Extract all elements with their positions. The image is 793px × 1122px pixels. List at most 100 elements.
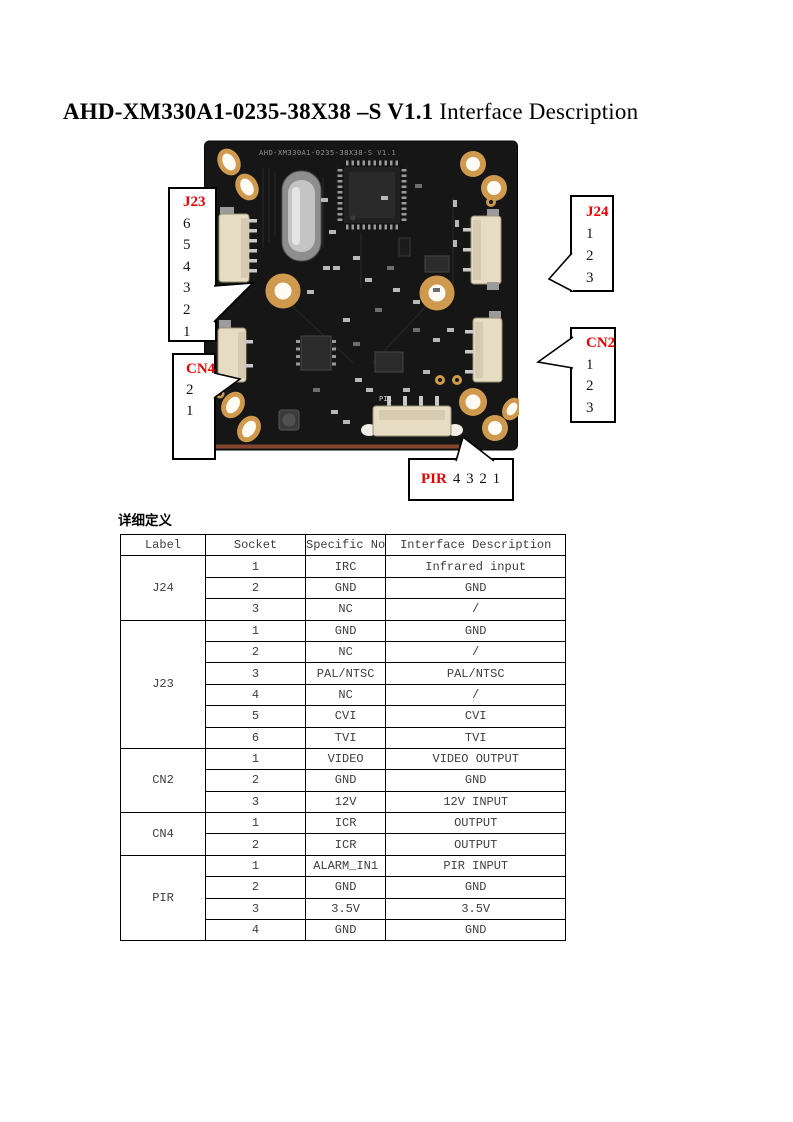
pcb-corner-holes: [215, 148, 522, 443]
table-row: 6 TVI TVI: [121, 726, 567, 749]
callout-pir: PIR 4 3 2 1: [408, 458, 514, 501]
description-cell: OUTPUT: [385, 812, 567, 835]
page-title: AHD-XM330A1-0235-38X38 –S V1.1 Interface…: [63, 99, 638, 125]
cn2-pointer: [535, 336, 574, 369]
socket-cell: 3: [205, 662, 306, 685]
table-row: PIR 1 ALARM_IN1 PIR INPUT: [120, 854, 567, 942]
header-label: Label: [120, 533, 206, 557]
header-interface-description: Interface Description: [385, 533, 567, 557]
socket-cell: 1: [205, 619, 306, 642]
connector-cn4: [217, 320, 253, 383]
description-cell: Infrared input: [385, 555, 567, 578]
callout-j24-pins: 1 2 3: [586, 226, 594, 286]
test-pads: [435, 375, 462, 385]
small-ic-icons: [278, 237, 450, 431]
socket-cell: 2: [205, 769, 306, 792]
connector-j23: [218, 207, 257, 283]
socket-cell: 1: [205, 854, 306, 878]
specific-cell: GND: [304, 619, 387, 642]
socket-cell: 1: [205, 812, 306, 835]
description-cell: CVI: [385, 705, 567, 728]
smd-components: [307, 184, 459, 424]
specific-cell: ALARM_IN1: [304, 854, 387, 878]
specific-cell: VIDEO: [304, 747, 387, 771]
table-row: 2 NC /: [121, 640, 567, 664]
socket-cell: 3: [205, 897, 306, 921]
table-row: 2 GND GND: [121, 876, 567, 899]
socket-cell: 6: [205, 726, 306, 749]
socket-cell: 4: [205, 919, 306, 942]
group-label-cell: PIR: [120, 854, 206, 942]
specific-cell: NC: [304, 598, 387, 621]
specific-cell: ICR: [304, 833, 387, 856]
socket-cell: 4: [205, 683, 306, 707]
table-row: 3 PAL/NTSC PAL/NTSC: [121, 662, 567, 685]
description-cell: GND: [385, 876, 567, 899]
table-row: 4 GND GND: [121, 919, 567, 942]
description-cell: /: [385, 640, 567, 664]
callout-j24: J24 1 2 3: [570, 195, 614, 292]
description-cell: GND: [385, 769, 567, 792]
socket-cell: 1: [205, 555, 306, 578]
specific-cell: IRC: [304, 555, 387, 578]
callout-cn2-label: CN2: [586, 335, 616, 351]
callout-cn2: CN2 1 2 3: [570, 327, 616, 423]
pcb-photo: AHD-XM330A1-0235-38X38-S V1.1: [203, 138, 522, 454]
specific-cell: NC: [304, 640, 387, 664]
callout-j24-label: J24: [586, 204, 609, 220]
specific-cell: GND: [304, 919, 387, 942]
description-cell: GND: [385, 919, 567, 942]
table-row: J23 1 GND GND: [120, 619, 567, 749]
description-cell: OUTPUT: [385, 833, 567, 856]
header-socket: Socket: [205, 533, 306, 557]
page-title-model: AHD-XM330A1-0235-38X38 –S V1.1: [63, 99, 434, 124]
specific-cell: CVI: [304, 705, 387, 728]
pcb-traces: [262, 168, 454, 364]
socket-cell: 2: [205, 876, 306, 899]
group-label-cell: J24: [120, 555, 206, 621]
description-cell: 3.5V: [385, 897, 567, 921]
callout-j23-label: J23: [183, 194, 206, 210]
pcb-silkscreen-pir: PIR: [379, 395, 392, 403]
specific-cell: 3.5V: [304, 897, 387, 921]
callout-cn4: CN4 2 1: [172, 353, 216, 460]
table-row: CN2 1 VIDEO VIDEO OUTPUT: [120, 747, 567, 814]
socket-cell: 2: [205, 576, 306, 600]
pcb-bottom-edge: [215, 444, 459, 449]
callout-j23-pins: 6 5 4 3 2 1: [183, 215, 191, 340]
description-cell: VIDEO OUTPUT: [385, 747, 567, 771]
table-row: 5 CVI CVI: [121, 705, 567, 728]
callout-cn4-pins: 2 1: [186, 382, 194, 419]
socket-cell: 1: [205, 747, 306, 771]
header-specific-no: Specific No: [304, 533, 387, 557]
socket-cell: 2: [205, 833, 306, 856]
table-row: 3 3.5V 3.5V: [121, 897, 567, 921]
table-row: 2 GND GND: [121, 769, 567, 792]
description-cell: GND: [385, 576, 567, 600]
group-label-cell: CN4: [120, 812, 206, 856]
group-label-cell: J23: [120, 619, 206, 749]
pcb-svg: AHD-XM330A1-0235-38X38-S V1.1: [204, 140, 522, 451]
specific-cell: ICR: [304, 812, 387, 835]
callout-cn2-pins: 1 2 3: [586, 356, 594, 416]
connector-pir: PIR: [361, 395, 463, 437]
pin-definition-table: Label Socket Specific No Interface Descr…: [120, 533, 567, 942]
group-label-cell: CN2: [120, 747, 206, 814]
socket-cell: 3: [205, 790, 306, 814]
specific-cell: GND: [304, 576, 387, 600]
description-cell: TVI: [385, 726, 567, 749]
callout-j23: J23 6 5 4 3 2 1: [168, 187, 217, 342]
specific-cell: GND: [304, 876, 387, 899]
socket-cell: 5: [205, 705, 306, 728]
description-cell: PIR INPUT: [385, 854, 567, 878]
specific-cell: GND: [304, 769, 387, 792]
section-heading: 详细定义: [118, 513, 172, 529]
description-cell: /: [385, 683, 567, 707]
description-cell: PAL/NTSC: [385, 662, 567, 685]
description-cell: 12V INPUT: [385, 790, 567, 814]
description-cell: /: [385, 598, 567, 621]
description-cell: GND: [385, 619, 567, 642]
table-row: CN4 1 ICR OUTPUT: [120, 812, 567, 856]
main-chip-icon: [337, 160, 407, 230]
